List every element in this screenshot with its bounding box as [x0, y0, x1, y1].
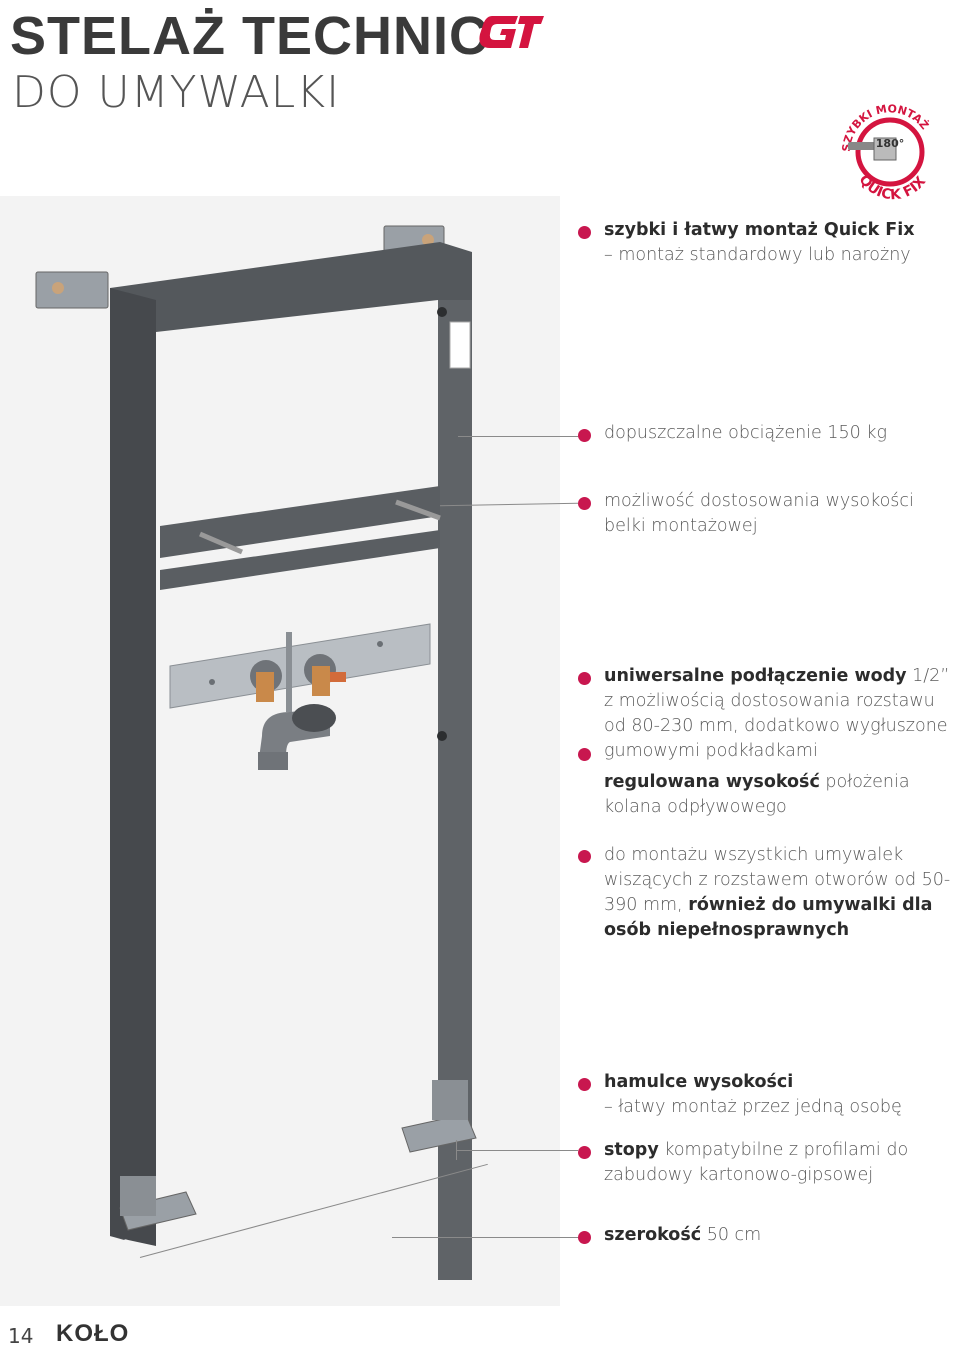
bullet-dot [578, 429, 591, 442]
gt-logo [479, 16, 544, 48]
feature-text: 1/2” z możliwością dostosowania rozstawu… [604, 666, 950, 761]
page-title: STELAŻ TECHNIC [10, 6, 489, 66]
feature-text: kompatybilne z profilami do zabudowy kar… [604, 1140, 909, 1185]
feature-bold: również do umywalki dla osób niepełnospr… [604, 895, 933, 940]
feature-text: położenia kolana odpływowego [604, 772, 910, 817]
bullet-dot [578, 748, 591, 761]
leader-line [392, 1237, 578, 1238]
feature-height-brakes: hamulce wysokości – łatwy montaż przez j… [604, 1070, 944, 1120]
feature-text: – montaż standardowy lub narożny [604, 245, 911, 265]
brand-logo: KOŁO [56, 1320, 130, 1347]
bullet-dot [578, 672, 591, 685]
feature-text: – łatwy montaż przez jedną osobę [604, 1097, 902, 1117]
feature-bold: stopy [604, 1140, 659, 1160]
bullet-dot [578, 497, 591, 510]
feature-bold: szerokość [604, 1225, 702, 1245]
feature-bold: hamulce wysokości [604, 1072, 794, 1092]
feature-text: dopuszczalne obciążenie 150 kg [604, 423, 887, 443]
feature-load: dopuszczalne obciążenie 150 kg [604, 421, 944, 446]
feature-quick-fix: szybki i łatwy montaż Quick Fix – montaż… [604, 218, 944, 268]
page-subtitle: DO UMYWALKI [12, 67, 341, 118]
badge-angle: 180° [876, 137, 904, 150]
feature-bold: regulowana wysokość [604, 772, 820, 792]
installation-frame-illustration [0, 196, 560, 1306]
feature-text: do montażu wszystkich umywalek wiszących… [604, 845, 951, 915]
bullet-dot [578, 226, 591, 239]
bullet-dot [578, 1078, 591, 1091]
feature-drain-height: regulowana wysokość położenia kolana odp… [604, 770, 944, 820]
feature-water-connection: uniwersalne podłączenie wody 1/2” z możl… [604, 664, 960, 764]
feature-height-adjust: możliwość dostosowania wysokości belki m… [604, 489, 944, 539]
feature-bold: szybki i łatwy montaż Quick Fix [604, 220, 915, 240]
leader-line [458, 436, 578, 437]
leader-line [456, 1150, 578, 1151]
feature-text: możliwość dostosowania wysokości belki m… [604, 491, 914, 536]
bullet-dot [578, 1231, 591, 1244]
bullet-dot [578, 1146, 591, 1159]
feature-feet: stopy kompatybilne z profilami do zabudo… [604, 1138, 944, 1188]
bullet-dot [578, 850, 591, 863]
feature-text: 50 cm [706, 1225, 762, 1245]
feature-washbasin-compat: do montażu wszystkich umywalek wiszących… [604, 843, 960, 943]
quick-fix-badge: SZYBKI MONTAŻ QUICK FIX 180° [840, 102, 932, 200]
feature-width: szerokość 50 cm [604, 1223, 944, 1248]
page-number: 14 [8, 1324, 34, 1348]
feature-bold: uniwersalne podłączenie wody [604, 666, 907, 686]
